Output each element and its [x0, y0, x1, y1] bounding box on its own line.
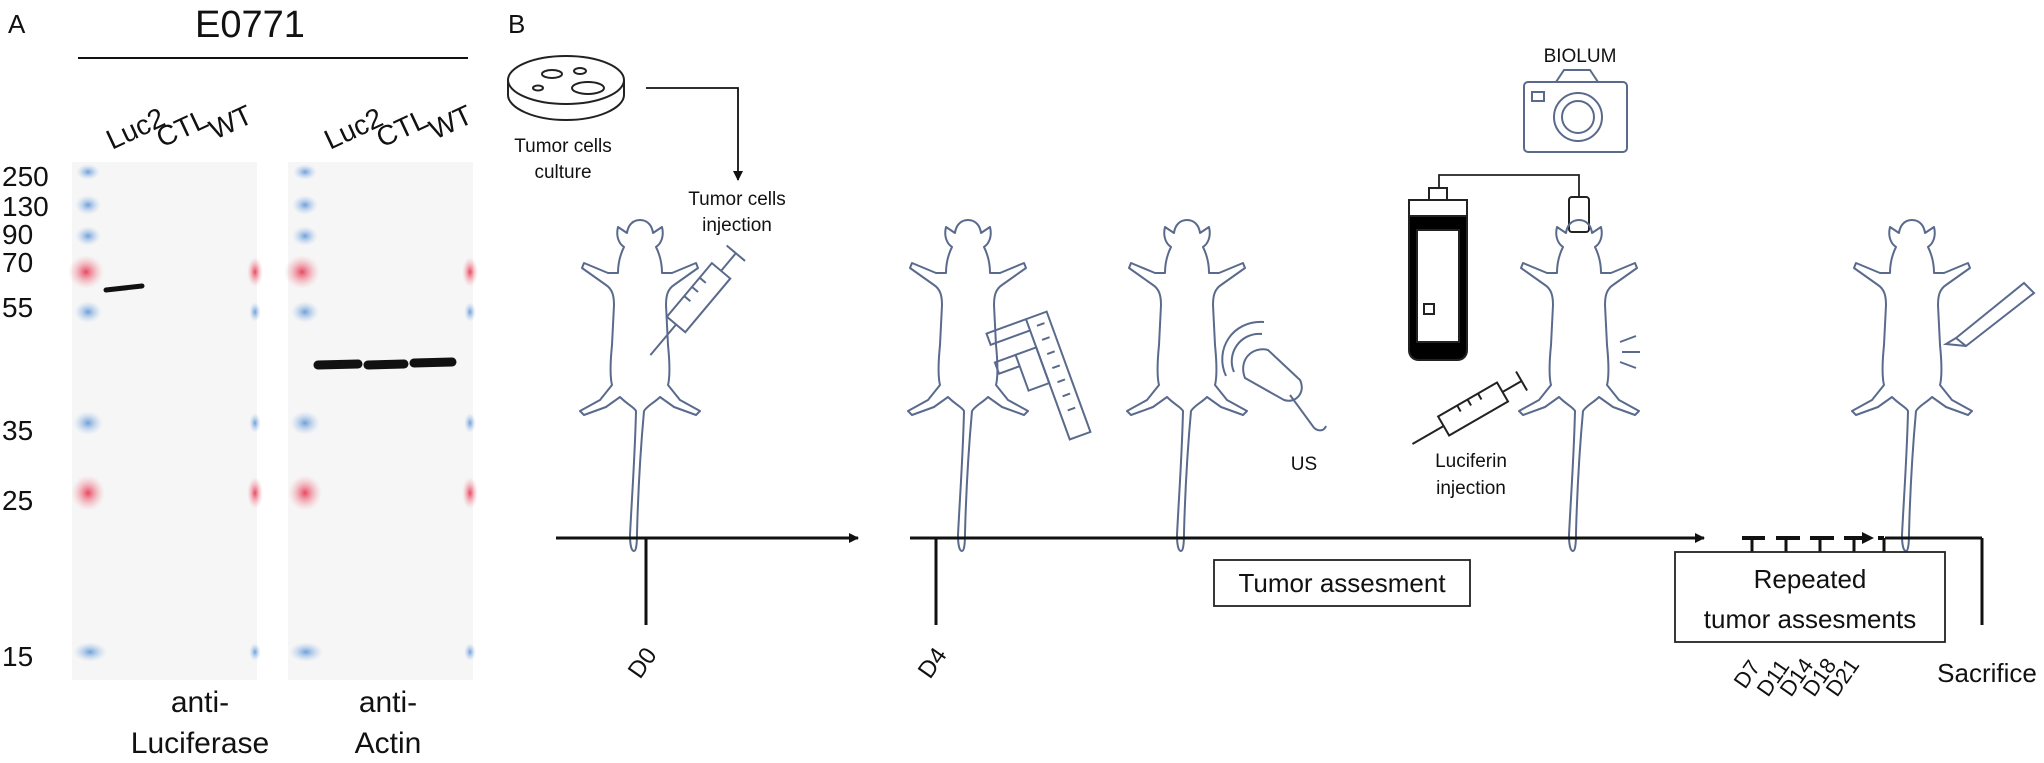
repeated-label-line2: tumor assesments — [1704, 604, 1916, 634]
blot2-lane-labels: Luc2 CTL WT — [319, 99, 477, 155]
luciferin-syringe-icon — [1411, 370, 1528, 445]
camera-icon — [1523, 69, 1628, 153]
lane-label: CTL — [371, 103, 432, 153]
injection-label-line2: injection — [702, 215, 772, 236]
ultrasound-probe-icon — [1221, 320, 1327, 432]
us-label: US — [1291, 454, 1317, 475]
luciferin-label-line1: Luciferin — [1435, 451, 1507, 472]
mouse-icon — [907, 219, 1029, 552]
camera-label: BIOLUM — [1544, 46, 1617, 67]
repeated-assessments-box — [1674, 551, 1946, 643]
mw-markers: 250 130 90 70 55 35 25 15 — [2, 161, 49, 672]
day-label-d0: D0 — [623, 643, 663, 684]
glow-rays-icon — [1619, 335, 1640, 369]
cell-line-title: E0771 — [195, 4, 305, 46]
blot2-caption-line2: Actin — [355, 727, 422, 760]
blot1-caption-line2: Luciferase — [131, 727, 269, 760]
sacrifice-label: Sacrifice — [1937, 658, 2037, 688]
culture-to-injection-arrow — [646, 87, 743, 181]
mw-marker: 130 — [2, 191, 49, 222]
panel-a-label: A — [8, 9, 26, 39]
culture-label-line2: culture — [534, 162, 591, 183]
scalpel-icon — [1942, 281, 2036, 348]
injection-label-line1: Tumor cells — [688, 189, 785, 210]
tumor-assessment-box — [1213, 559, 1471, 607]
mouse-icon — [579, 219, 701, 552]
blot-luciferase — [68, 162, 263, 680]
blot2-caption-line1: anti- — [359, 686, 417, 719]
mw-marker: 15 — [2, 641, 33, 672]
mw-marker: 55 — [2, 292, 33, 323]
mw-marker: 35 — [2, 415, 33, 446]
repeat-ticks — [1742, 532, 1886, 552]
mw-marker: 25 — [2, 485, 33, 516]
imaging-chamber-icon — [1408, 187, 1590, 361]
camera-connector — [1438, 174, 1580, 197]
blot1-lane-labels: Luc2 CTL WT — [101, 99, 257, 155]
mw-marker: 90 — [2, 219, 33, 250]
mouse-icon — [1851, 219, 1973, 552]
mw-marker: 250 — [2, 161, 49, 192]
panel-b-label: B — [508, 9, 525, 39]
repeated-day-labels: D7 D11 D14 D18 D21 — [1729, 653, 1865, 700]
caliper-icon — [985, 310, 1092, 441]
mw-marker: 70 — [2, 247, 33, 278]
day-label-d4: D4 — [913, 643, 953, 684]
petri-dish-icon — [507, 55, 625, 122]
blot-actin — [284, 162, 478, 680]
tumor-assessment-label: Tumor assesment — [1238, 568, 1446, 598]
syringe-icon — [649, 244, 746, 356]
blot1-caption-line1: anti- — [171, 686, 229, 719]
luciferin-label-line2: injection — [1436, 478, 1506, 499]
mouse-icon — [1126, 219, 1248, 552]
mouse-icon — [1518, 219, 1640, 552]
culture-label-line1: Tumor cells — [514, 136, 611, 157]
lane-label: WT — [424, 99, 477, 145]
lane-label: WT — [204, 99, 257, 145]
repeated-label-line1: Repeated — [1754, 564, 1867, 594]
